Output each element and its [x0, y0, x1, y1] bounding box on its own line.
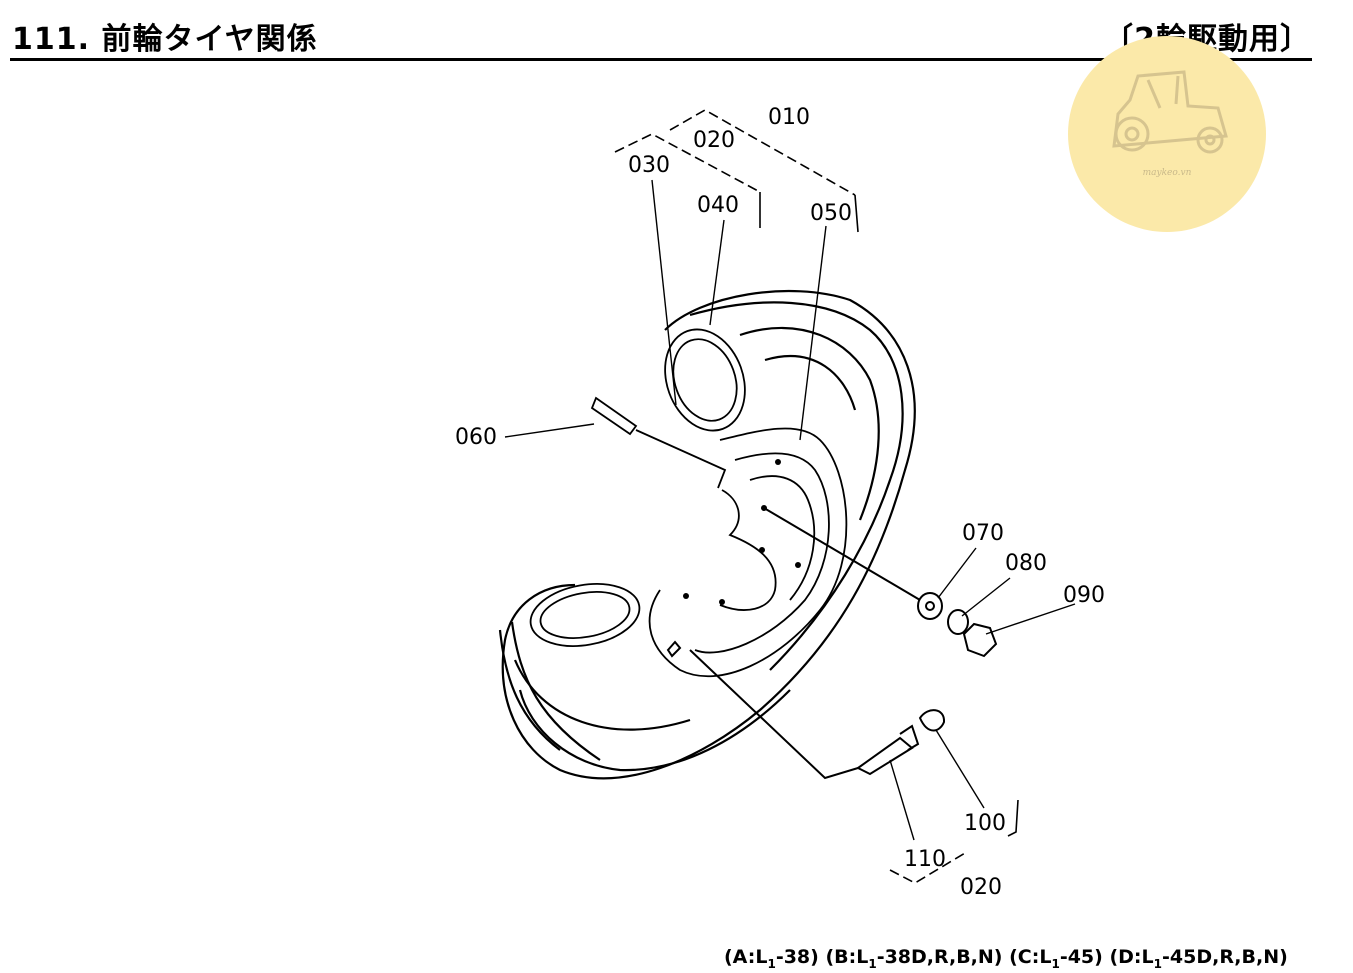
part-label-110: 110: [904, 847, 946, 872]
part-label-050: 050: [810, 201, 852, 226]
part-label-020-lower: 020: [960, 875, 1002, 900]
part-label-080: 080: [1005, 551, 1047, 576]
part-label-070: 070: [962, 521, 1004, 546]
tractor-icon: [1112, 70, 1228, 154]
watermark-logo: maykeo.vn: [1068, 36, 1266, 232]
stud-bolt: [590, 396, 727, 489]
page-title: 111. 前輪タイヤ関係: [12, 22, 318, 57]
watermark-text: maykeo.vn: [1142, 168, 1192, 178]
part-label-010: 010: [768, 105, 810, 130]
part-label-020: 020: [693, 128, 735, 153]
part-label-030: 030: [628, 153, 670, 178]
rim: [529, 328, 848, 678]
part-label-060: 060: [455, 425, 497, 450]
tire: [498, 290, 916, 780]
group-brackets: [614, 109, 966, 884]
bolt-holes: [683, 459, 801, 605]
part-label-100: 100: [964, 811, 1006, 836]
leader-lines: [504, 179, 1076, 841]
fasteners: [763, 507, 998, 658]
model-d: (D:L1-45D,R,B,N): [1109, 946, 1288, 971]
model-a: (A:L1-38): [724, 946, 819, 971]
model-applicability: (A:L1-38) (B:L1-38D,R,B,N) (C:L1-45) (D:…: [724, 946, 1288, 971]
part-label-090: 090: [1063, 583, 1105, 608]
part-label-040: 040: [697, 193, 739, 218]
valve: [666, 640, 946, 780]
model-b: (B:L1-38D,R,B,N): [825, 946, 1003, 971]
title-rule: [10, 58, 1312, 61]
model-c: (C:L1-45): [1009, 946, 1103, 971]
